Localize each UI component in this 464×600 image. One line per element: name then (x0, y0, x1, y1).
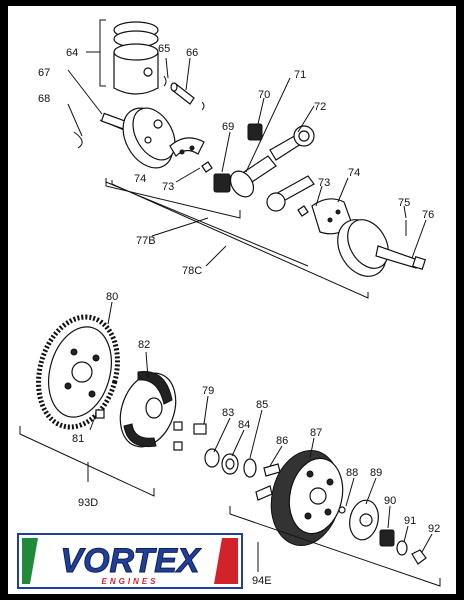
label-85: 85 (256, 399, 268, 411)
label-91: 91 (404, 515, 416, 527)
label-74-left: 74 (134, 173, 146, 185)
callout-labels: 64 65 66 67 68 69 70 71 72 73 73 74 74 7… (38, 43, 440, 587)
label-93d: 93D (78, 497, 98, 509)
label-78c: 78C (182, 265, 202, 277)
label-86: 86 (276, 435, 288, 447)
logo-brand: VORTEX (60, 542, 202, 580)
group-brackets-lower (19, 426, 441, 587)
clutch-drum (270, 450, 346, 546)
label-74-right: 74 (348, 167, 360, 179)
label-65: 65 (158, 43, 170, 55)
ring-gear (36, 314, 120, 430)
label-77b: 77B (136, 235, 156, 247)
label-90: 90 (384, 495, 396, 507)
conrod-group (213, 123, 315, 217)
label-79: 79 (202, 385, 214, 397)
exploded-parts-diagram: 64 65 66 67 68 69 70 71 72 73 73 74 74 7… (17, 19, 441, 589)
label-87: 87 (310, 427, 322, 439)
label-88: 88 (346, 467, 358, 479)
label-64: 64 (66, 47, 78, 59)
label-73-left: 73 (162, 181, 174, 193)
label-71: 71 (294, 69, 306, 81)
label-67: 67 (38, 67, 50, 79)
label-70: 70 (258, 89, 270, 101)
diagram-frame: 64 65 66 67 68 69 70 71 72 73 73 74 74 7… (8, 6, 456, 594)
label-92: 92 (428, 523, 440, 535)
crank-half-right (311, 198, 427, 277)
label-72: 72 (314, 101, 326, 113)
label-80: 80 (106, 291, 118, 303)
group-brackets-upper (105, 178, 369, 299)
label-68: 68 (38, 93, 50, 105)
label-94e: 94E (252, 575, 272, 587)
label-84: 84 (238, 419, 250, 431)
sprocket-group (349, 499, 427, 565)
label-76: 76 (422, 209, 434, 221)
piston-group (86, 19, 205, 111)
vortex-logo: VORTEX ENGINES (17, 533, 243, 589)
logo-tagline: ENGINES (101, 577, 158, 586)
crank-half-left (73, 107, 213, 173)
label-81: 81 (72, 433, 84, 445)
label-69: 69 (222, 121, 234, 133)
label-66: 66 (186, 47, 198, 59)
label-82: 82 (138, 339, 150, 351)
label-75: 75 (398, 197, 410, 209)
label-89: 89 (370, 467, 382, 479)
label-73-right: 73 (318, 177, 330, 189)
leader-lines (67, 57, 433, 553)
label-83: 83 (222, 407, 234, 419)
clutch-shoe (119, 371, 177, 448)
